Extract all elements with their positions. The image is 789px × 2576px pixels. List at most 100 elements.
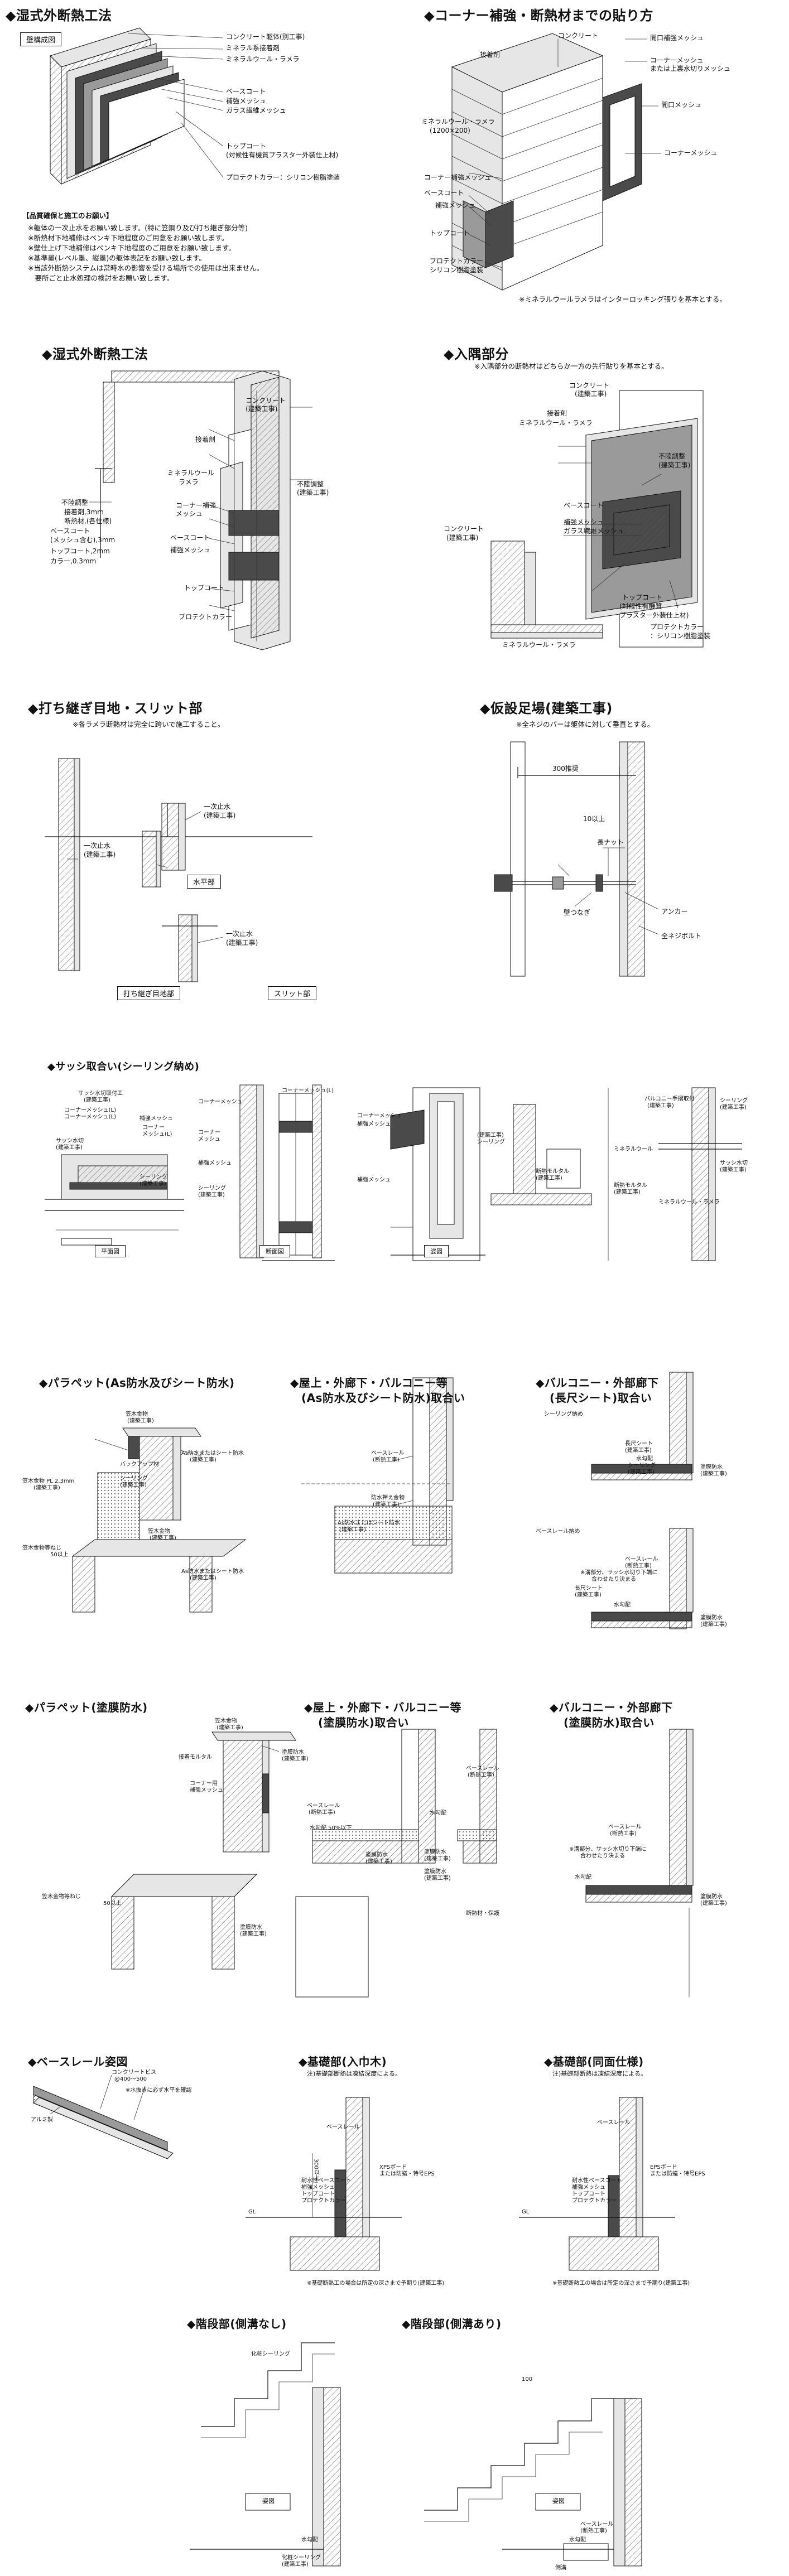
- label: コンクリート: [558, 32, 599, 40]
- label: (建築工事): [628, 1469, 655, 1475]
- label: コーナーメッシュ: [650, 56, 704, 64]
- section-title-roof-coat: ◆屋上・外廊下・バルコニー等: [304, 1701, 461, 1714]
- label: 長尺シート: [625, 1441, 653, 1447]
- label: (断熱工事): [309, 1810, 335, 1816]
- label: 塗膜防水: [700, 1894, 723, 1900]
- section-title-wet-method: ◆湿式外断熱工法: [6, 8, 112, 23]
- note: ※断熱材下地補修はベンキ下地程度のご用意をお願い致します。: [28, 234, 229, 242]
- label: サッシ水切: [56, 1138, 84, 1144]
- note: ※躯体の一次止水をお願い致します。(特に笠鋼り及び打ち継ぎ部分等): [28, 224, 248, 232]
- label: プロテクトカラー: [650, 623, 704, 631]
- box-joint: 打ち継ぎ目地部: [117, 986, 181, 1000]
- label: コーナー補強: [176, 501, 217, 509]
- label: 化粧シーリング: [251, 2351, 290, 2357]
- label: ベースレール: [466, 1765, 499, 1772]
- label: @400～500: [114, 2076, 147, 2082]
- label: (建築工事): [700, 1900, 727, 1907]
- label: 側溝: [555, 2565, 566, 2571]
- label: ミネラルウール・ラメラ: [502, 641, 576, 649]
- label: (建築工事): [658, 461, 691, 469]
- section-title-balcony-coat: ◆バルコニー・外部廊下: [550, 1701, 673, 1714]
- label: (建築工事): [536, 1175, 562, 1181]
- label: 不陸調整: [61, 499, 89, 506]
- label: 防水押え金物: [371, 1495, 405, 1501]
- label: ミネラルウール・ラメラ: [658, 1199, 720, 1205]
- label: 補強メッシュ: [139, 1116, 173, 1122]
- label: プロテクトカラー: [179, 613, 233, 621]
- label: アルミ製: [31, 2117, 53, 2123]
- label: 100: [522, 2376, 533, 2382]
- label: 補強メッシュ: [435, 201, 476, 209]
- label: 断熱モルタル: [536, 1169, 569, 1175]
- label: コーナーメッシュ(L): [282, 1088, 334, 1094]
- label: または防蟻・特号EPS: [650, 2171, 705, 2177]
- wet-method-detail-drawing: [89, 370, 312, 650]
- section-title-balcony-sheet: ◆バルコニー・外部廊下: [536, 1376, 659, 1390]
- label: 合わせたり決まる: [591, 1576, 636, 1583]
- caption-stairs-2: 姿図: [552, 2497, 565, 2505]
- label: プロテクトカラー: [430, 257, 484, 265]
- section-title-stairs-2: ◆階段部(側溝あり): [402, 2317, 502, 2331]
- label: コーナー: [142, 1125, 165, 1131]
- label: (建築工事): [150, 1535, 176, 1541]
- label: メッシュ: [176, 510, 203, 518]
- section-title-foundation-2: ◆基礎部(同面仕様): [544, 2055, 644, 2068]
- label: (建築工事): [282, 1756, 309, 1762]
- caption-section: 断面図: [259, 1245, 290, 1257]
- base-rail-drawing: [33, 2075, 174, 2159]
- section-title-inner-corner: ◆入隅部分: [444, 346, 509, 362]
- inner-corner-note: ※入隅部分の断熱材はどちらか一方の先行貼りを基本とする。: [474, 362, 668, 370]
- label: (建築工事): [139, 1181, 166, 1187]
- label: ミネラルウール・ラメラ: [226, 55, 300, 63]
- caption-elevation: 姿図: [424, 1245, 449, 1257]
- label: ：シリコン樹脂塗装: [650, 632, 711, 640]
- label: (対候性有機質プラスター外装仕上材): [226, 151, 339, 159]
- foundation-2-drawing: [519, 2097, 675, 2271]
- label: 水勾配 50%以下: [310, 1825, 352, 1831]
- label: 笠木金物: [148, 1528, 170, 1535]
- label: (建築工事): [339, 1527, 366, 1533]
- label: (建築工事): [190, 1457, 217, 1463]
- label: 笠木金物 PL 2.3mm: [22, 1478, 75, 1484]
- label: ミネラル系接着剤: [226, 44, 280, 52]
- label: トップコート: [572, 2191, 605, 2197]
- label: (建築工事): [647, 1103, 674, 1109]
- label: ※溝部分、サッシ水切り下端に: [569, 1846, 647, 1853]
- label: 水勾配: [575, 1874, 591, 1880]
- label: (建築工事): [720, 1104, 747, 1111]
- label: 開口メッシュ: [661, 101, 702, 109]
- label: コーナーメッシュ: [664, 149, 718, 157]
- scaffold-note: ※全ネジのバーは躯体に対して垂直とする。: [516, 720, 655, 729]
- label: 全ネジボルト: [661, 932, 702, 940]
- roof-as-drawing: [301, 1377, 454, 1574]
- section-title-sash: ◆サッシ取合い(シーリング納め): [47, 1061, 200, 1073]
- label: (建築工事): [84, 1097, 110, 1103]
- label: 補強メッシュ: [190, 1787, 223, 1793]
- section-title-balcony-coat-2: (塗膜防水)取合い: [564, 1716, 655, 1729]
- box-slit: スリット部: [268, 986, 317, 1000]
- label: トップコート: [622, 594, 663, 601]
- label: プラスター外装仕上材): [619, 611, 689, 619]
- section-title-scaffold: ◆仮設足場(建築工事): [480, 701, 613, 716]
- label: (建築工事): [246, 405, 278, 413]
- label: 接着モルタル: [179, 1754, 212, 1760]
- label: ガラス繊維メッシュ: [226, 107, 286, 114]
- label: 塗膜防水: [424, 1869, 446, 1875]
- section-title-base-rail: ◆ベースレール姿図: [28, 2055, 128, 2068]
- label: 水勾配: [636, 1456, 653, 1462]
- label: シーリング: [120, 1475, 148, 1482]
- label: サッシ水切取付工: [78, 1091, 123, 1097]
- sash-drawing: [45, 1084, 742, 1261]
- label: シーリング: [139, 1174, 167, 1180]
- label: 耐水性ベースコート: [301, 2178, 352, 2184]
- label: 水勾配: [301, 2537, 318, 2543]
- label: コーナー: [198, 1130, 220, 1136]
- label: 接着剤: [480, 51, 501, 59]
- label: 断熱材,(各仕様): [64, 517, 112, 525]
- foundation-1-footer: ※基礎断熱工の場合は所定の深さまで予期り(建築工事): [307, 2280, 445, 2286]
- label: (断熱工事): [625, 1563, 652, 1569]
- label: (断熱工事): [373, 1457, 400, 1463]
- label: 補強メッシュ: [198, 1160, 232, 1166]
- label: 塗膜防水: [240, 1924, 262, 1931]
- stairs-1-drawing: [190, 2342, 341, 2567]
